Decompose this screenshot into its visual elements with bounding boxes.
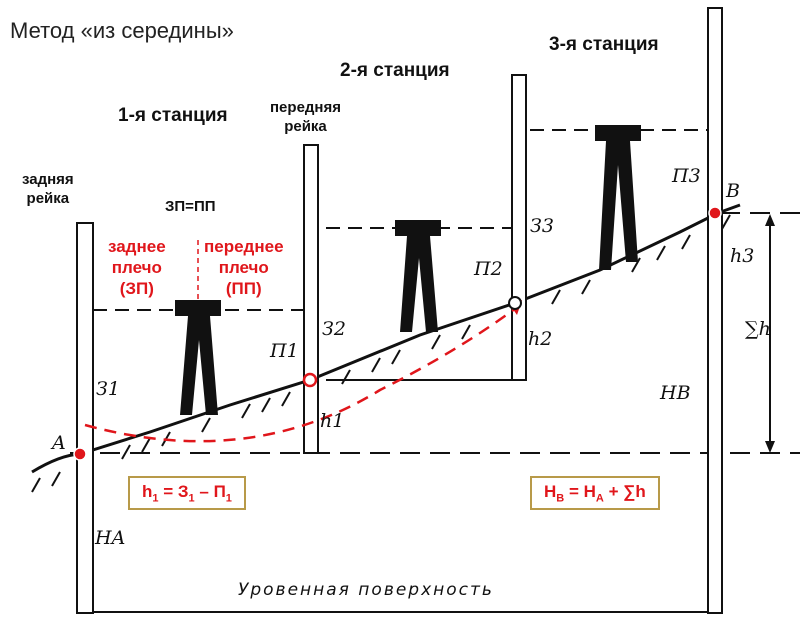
reading-ha: HA: [95, 527, 126, 549]
front-rod-3: [707, 7, 723, 614]
arm-equality-label: ЗП=ПП: [165, 198, 216, 215]
point-b-label: B: [726, 180, 740, 202]
back-rod-label: задняя рейка: [22, 171, 74, 207]
ground-hatching: [31, 214, 731, 493]
back-arm-label: заднее плечо (ЗП): [108, 237, 166, 298]
point-a-marker: [73, 447, 87, 461]
reading-z2: З2: [322, 318, 346, 340]
front-rod-1: [303, 144, 319, 454]
front-rod-2: [511, 74, 527, 381]
station-3-label: 3-я станция: [549, 34, 659, 55]
reading-p2: П2: [474, 258, 503, 280]
point-b-marker: [708, 206, 722, 220]
front-arm-label: переднее плечо (ПП): [204, 237, 284, 298]
level-surface-label: Уровенная поверхность: [238, 580, 494, 600]
back-rod: [76, 222, 94, 614]
reading-hb: HB: [660, 382, 691, 404]
turning-point-2: [508, 296, 522, 310]
reading-sum-h: ∑h: [745, 318, 771, 340]
level-instrument-3: [595, 125, 641, 270]
reading-z1: З1: [96, 378, 120, 400]
point-a-label: A: [52, 432, 66, 454]
transfer-arc: [84, 303, 521, 443]
sum-h-arrowhead-top: [765, 214, 775, 226]
sum-h-arrowhead-bottom: [765, 441, 775, 453]
turning-point-1: [302, 372, 318, 388]
station-2-label: 2-я станция: [340, 60, 450, 81]
station-1-label: 1-я станция: [118, 105, 228, 126]
reading-h3: h3: [730, 245, 755, 267]
page-title: Метод «из середины»: [10, 18, 234, 43]
level-instrument-2: [395, 220, 441, 332]
reading-z3: З3: [530, 215, 554, 237]
front-rod-label: передняя рейка: [270, 99, 341, 135]
reading-p1: П1: [270, 340, 299, 362]
level-instrument-1: [175, 300, 221, 415]
formula-hb: HB = HA + ∑h: [530, 476, 660, 511]
reading-h1: h1: [320, 410, 345, 432]
formula-h1: h1 = З1 – П1: [128, 476, 246, 511]
reading-h2: h2: [528, 328, 553, 350]
reading-p3: П3: [672, 165, 701, 187]
